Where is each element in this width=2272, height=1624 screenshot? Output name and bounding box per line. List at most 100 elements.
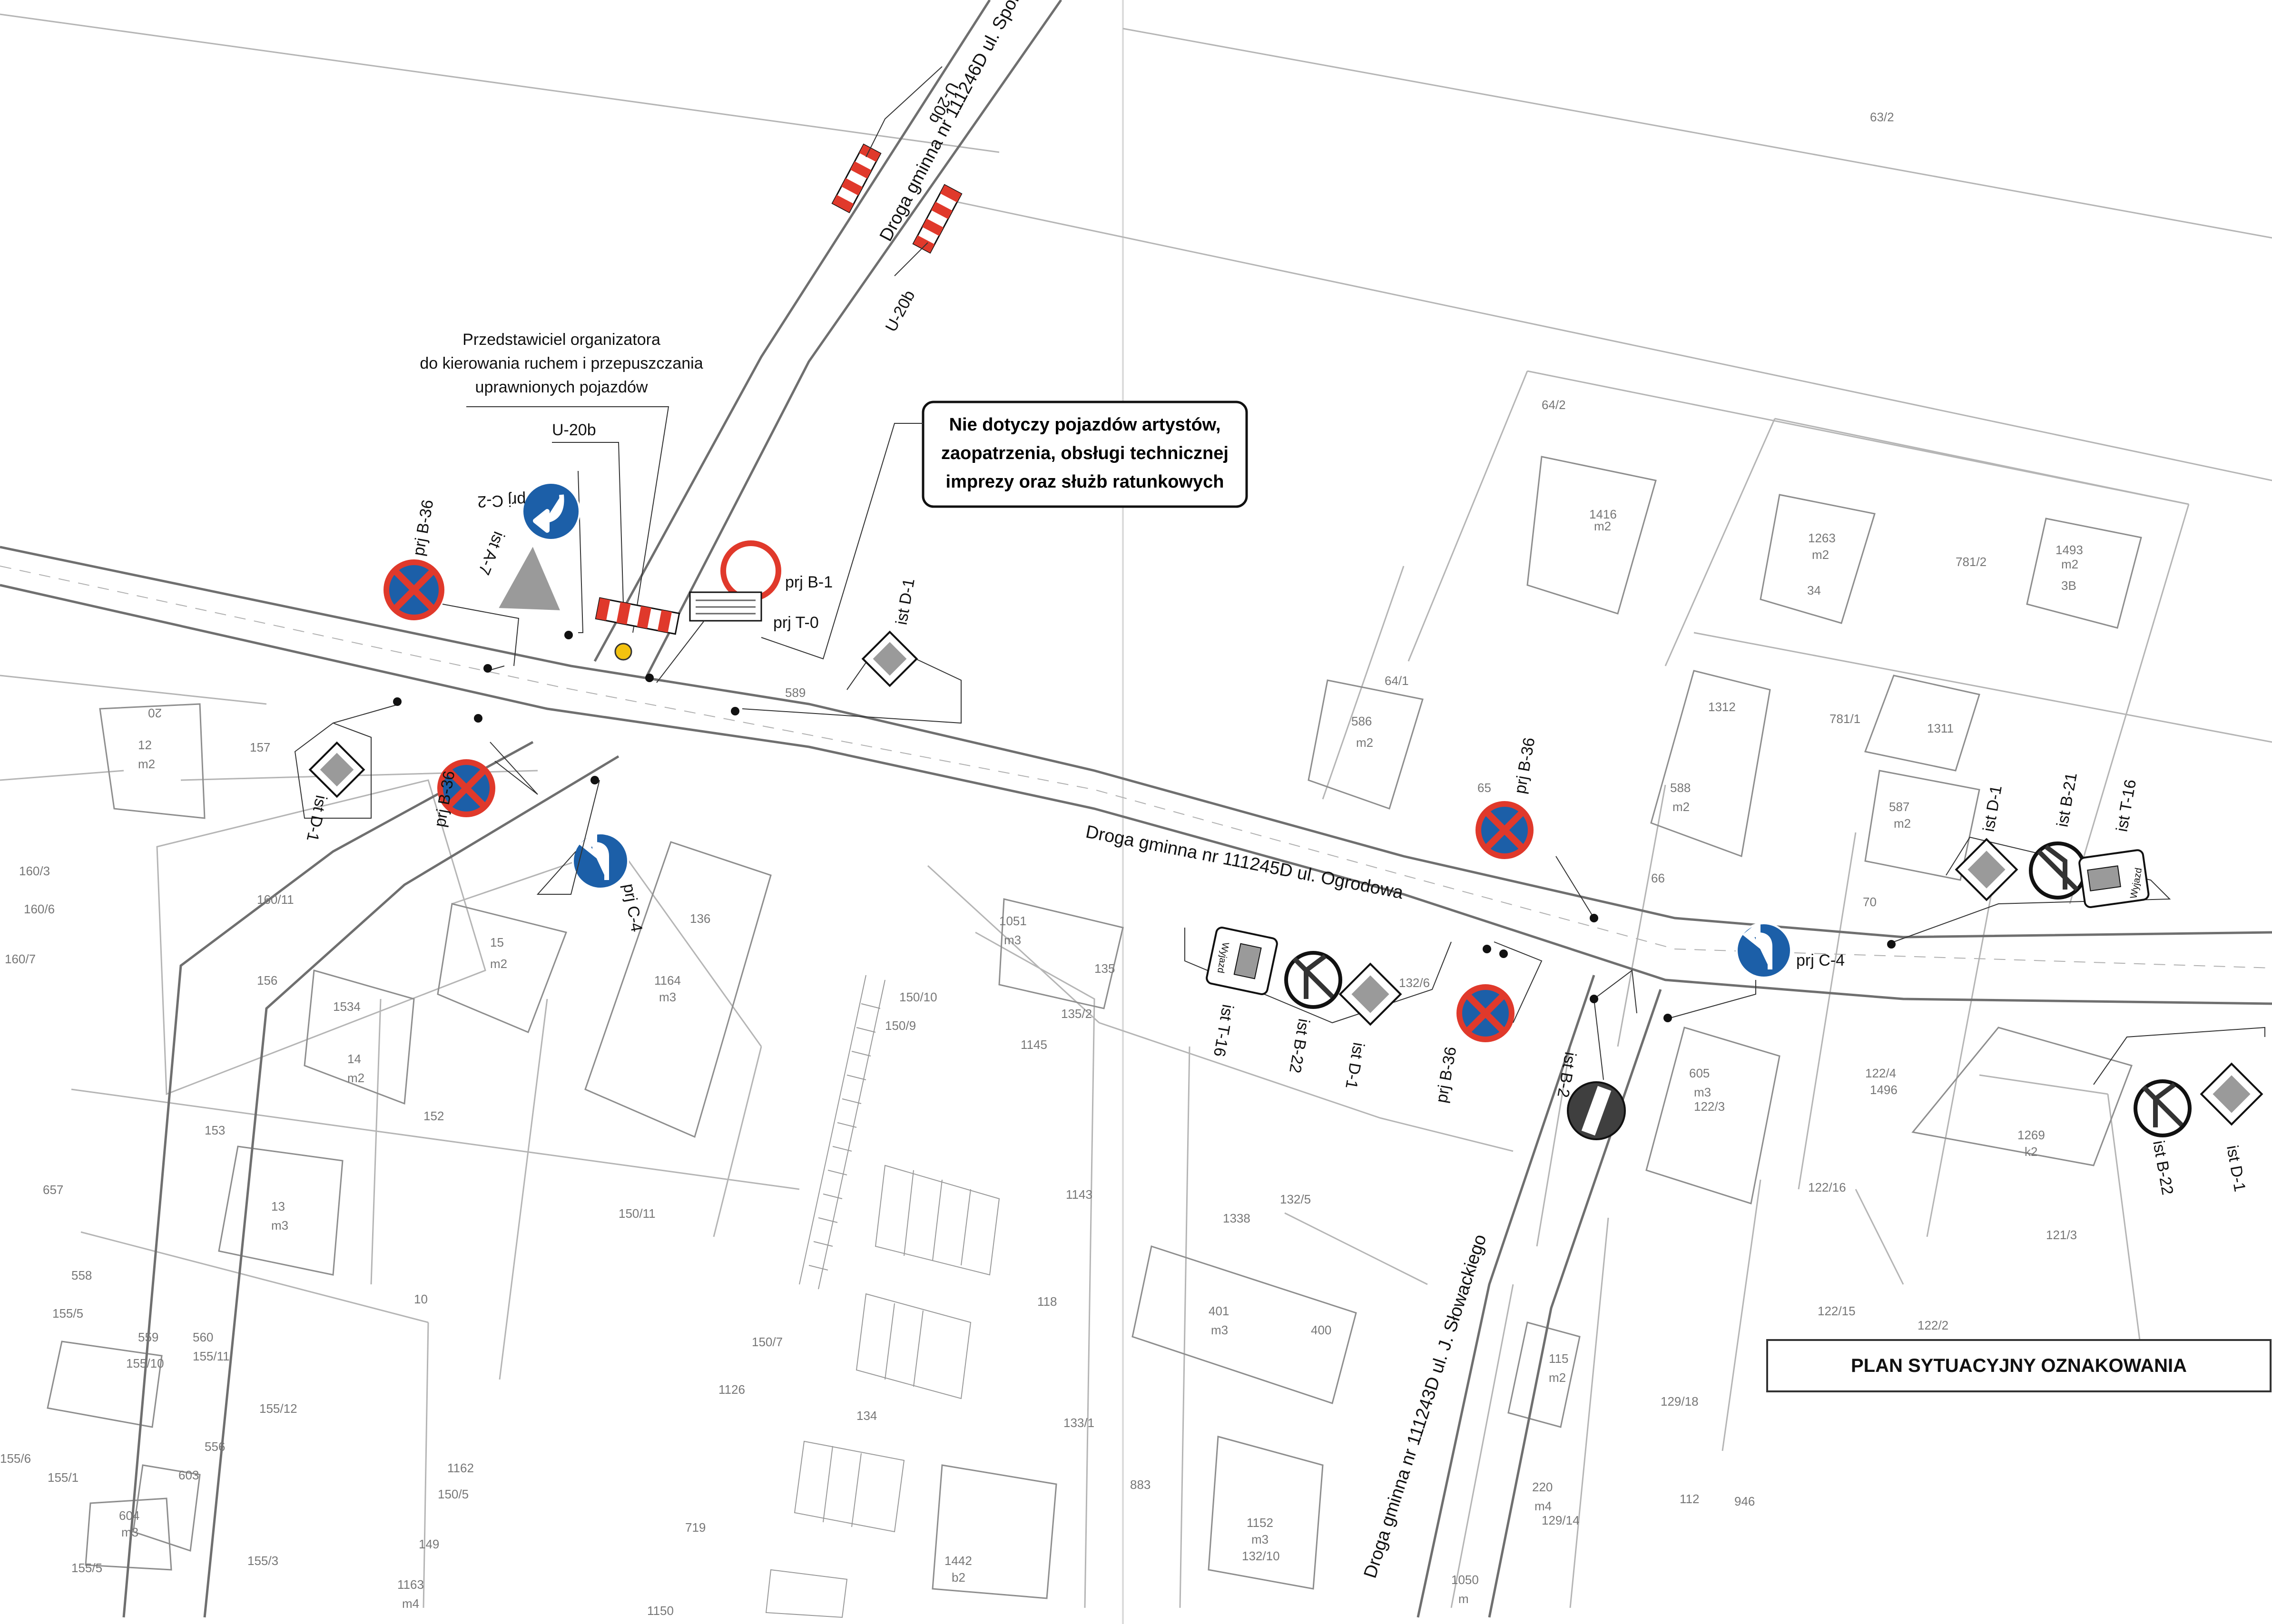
parcel-label: 603: [178, 1468, 199, 1482]
parcel-label: 1493: [2056, 543, 2083, 557]
parcel-label: 1312: [1708, 700, 1736, 714]
parcel-label: m3: [1694, 1085, 1711, 1099]
parcel-label: 155/6: [0, 1451, 31, 1466]
parcel-label: 220: [1532, 1480, 1553, 1494]
parcel-label: 122/15: [1818, 1304, 1856, 1318]
parcel-label: m: [1458, 1592, 1469, 1606]
sign-b36-a-cross: [393, 568, 435, 611]
parcel-label: m3: [1251, 1532, 1269, 1546]
parcel-label: 160/11: [257, 892, 294, 907]
leader-b36-b: [490, 742, 538, 795]
parcel-label: 946: [1734, 1494, 1755, 1508]
leader-b36-c: [1555, 856, 1594, 919]
parcel-label: 64/2: [1542, 398, 1566, 412]
parcel-label: 719: [685, 1520, 706, 1535]
parcel-label: 136: [690, 911, 710, 926]
parcel-label: b2: [952, 1570, 965, 1585]
note-line1: Przedstawiciel organizatora: [462, 331, 660, 349]
parcel-label: 1163: [397, 1577, 424, 1592]
parcel-label: 134: [856, 1409, 877, 1423]
parcel-label: 1050: [1451, 1573, 1479, 1587]
parcel-label: 122/3: [1694, 1099, 1725, 1114]
callout-line3: imprezy oraz służb ratunkowych: [946, 472, 1224, 492]
parcel-label: 155/1: [48, 1470, 79, 1485]
parcel-label: m2: [1812, 548, 1829, 562]
sign-post-markers: [393, 631, 1896, 1022]
parcel-label: 1164: [654, 973, 681, 988]
parcel-label: 153: [205, 1123, 225, 1137]
parcel-label: m2: [1672, 800, 1690, 814]
sign-b21-arrow: [2037, 845, 2079, 891]
label-prj-b1: prj B-1: [785, 573, 833, 591]
parcel-label: 150/11: [619, 1206, 656, 1221]
road-slowackiego-west-edge: [1416, 975, 1595, 1618]
parcel-label: 155/5: [52, 1306, 83, 1321]
parcel-label: 400: [1311, 1323, 1331, 1337]
parcel-label: 129/18: [1661, 1394, 1699, 1409]
parcel-label: 556: [205, 1439, 225, 1454]
garage-rows: [765, 975, 1000, 1618]
parcel-label: 401: [1209, 1304, 1229, 1318]
parcel-label: 1311: [1927, 721, 1954, 735]
parcel-label: m2: [1894, 816, 1911, 831]
parcel-label: 149: [419, 1537, 439, 1551]
parcel-label: 115: [1549, 1351, 1568, 1366]
parcel-label: 122/16: [1808, 1180, 1846, 1194]
sign-b2-bar: [1581, 1086, 1612, 1136]
parcel-label: m2: [490, 957, 507, 971]
parcel-label: m2: [1594, 519, 1611, 533]
parcel-label: 1442: [944, 1554, 972, 1568]
parcel-label: 150/10: [899, 990, 937, 1004]
parcel-label: 70: [1863, 895, 1877, 909]
barrier-u20b-top-left: [831, 143, 882, 214]
parcel-label: 1269: [2017, 1128, 2045, 1142]
leader-b2: [1593, 969, 1637, 1080]
callout-box: [922, 401, 1248, 508]
sign-b22-a-arrow: [1292, 954, 1334, 999]
parcel-label: 135: [1094, 961, 1115, 976]
parcel-label: 14: [347, 1052, 361, 1066]
parcel-label: 132/10: [1242, 1549, 1280, 1563]
parcel-label: 883: [1130, 1477, 1151, 1492]
parcel-label: 34: [1807, 583, 1821, 597]
parcel-label: 781/1: [1829, 712, 1860, 726]
parcel-label: 160/3: [19, 864, 50, 878]
parcel-label: 157: [250, 740, 270, 754]
parcel-label: 150/7: [752, 1335, 783, 1349]
parcel-label: 1143: [1066, 1187, 1092, 1202]
leader-t0: [656, 620, 705, 683]
parcel-label: 1126: [718, 1382, 745, 1397]
parcel-label: 1338: [1223, 1211, 1250, 1225]
leader-c4-b: [1670, 980, 1756, 1018]
sign-a7-icon: [495, 542, 563, 613]
leader-b36-d: [1494, 941, 1543, 1023]
parcel-label: 15: [490, 935, 504, 949]
sign-b22-b-arrow: [2142, 1083, 2183, 1127]
parcel-label: 129/14: [1542, 1513, 1580, 1527]
parcel-label: m3: [659, 990, 676, 1004]
parcel-label: 155/12: [259, 1401, 297, 1416]
parcel-label: 559: [138, 1330, 158, 1344]
parcel-label: 12: [138, 738, 152, 752]
parcel-label: 1145: [1021, 1037, 1047, 1052]
road-ogrodowa-north-edge: [0, 546, 2272, 939]
parcel-label: 13: [271, 1199, 285, 1213]
parcel-label: 587: [1889, 800, 1909, 814]
parcel-label: 112: [1680, 1492, 1699, 1506]
parcel-label: 156: [257, 973, 277, 988]
parcel-label: 604: [119, 1508, 139, 1523]
parcel-label: m3: [121, 1525, 138, 1539]
callout-line2: zaopatrzenia, obsługi technicznej: [941, 443, 1229, 463]
parcel-label: 155/11: [193, 1349, 230, 1363]
road-sportowa-east-edge: [646, 0, 1062, 676]
label-prj-c2: prj C-2: [477, 491, 526, 511]
sign-d1-d-inner: [1967, 851, 2006, 889]
parcel-label: 1496: [1870, 1083, 1898, 1097]
parcel-label: 133/1: [1063, 1416, 1094, 1430]
parcel-label: 63/2: [1870, 110, 1894, 124]
parcel-label: 3B: [2061, 578, 2076, 593]
parcel-label: 605: [1689, 1066, 1710, 1080]
leader-d1-b: [294, 704, 400, 819]
leader-c4-a: [536, 780, 600, 895]
